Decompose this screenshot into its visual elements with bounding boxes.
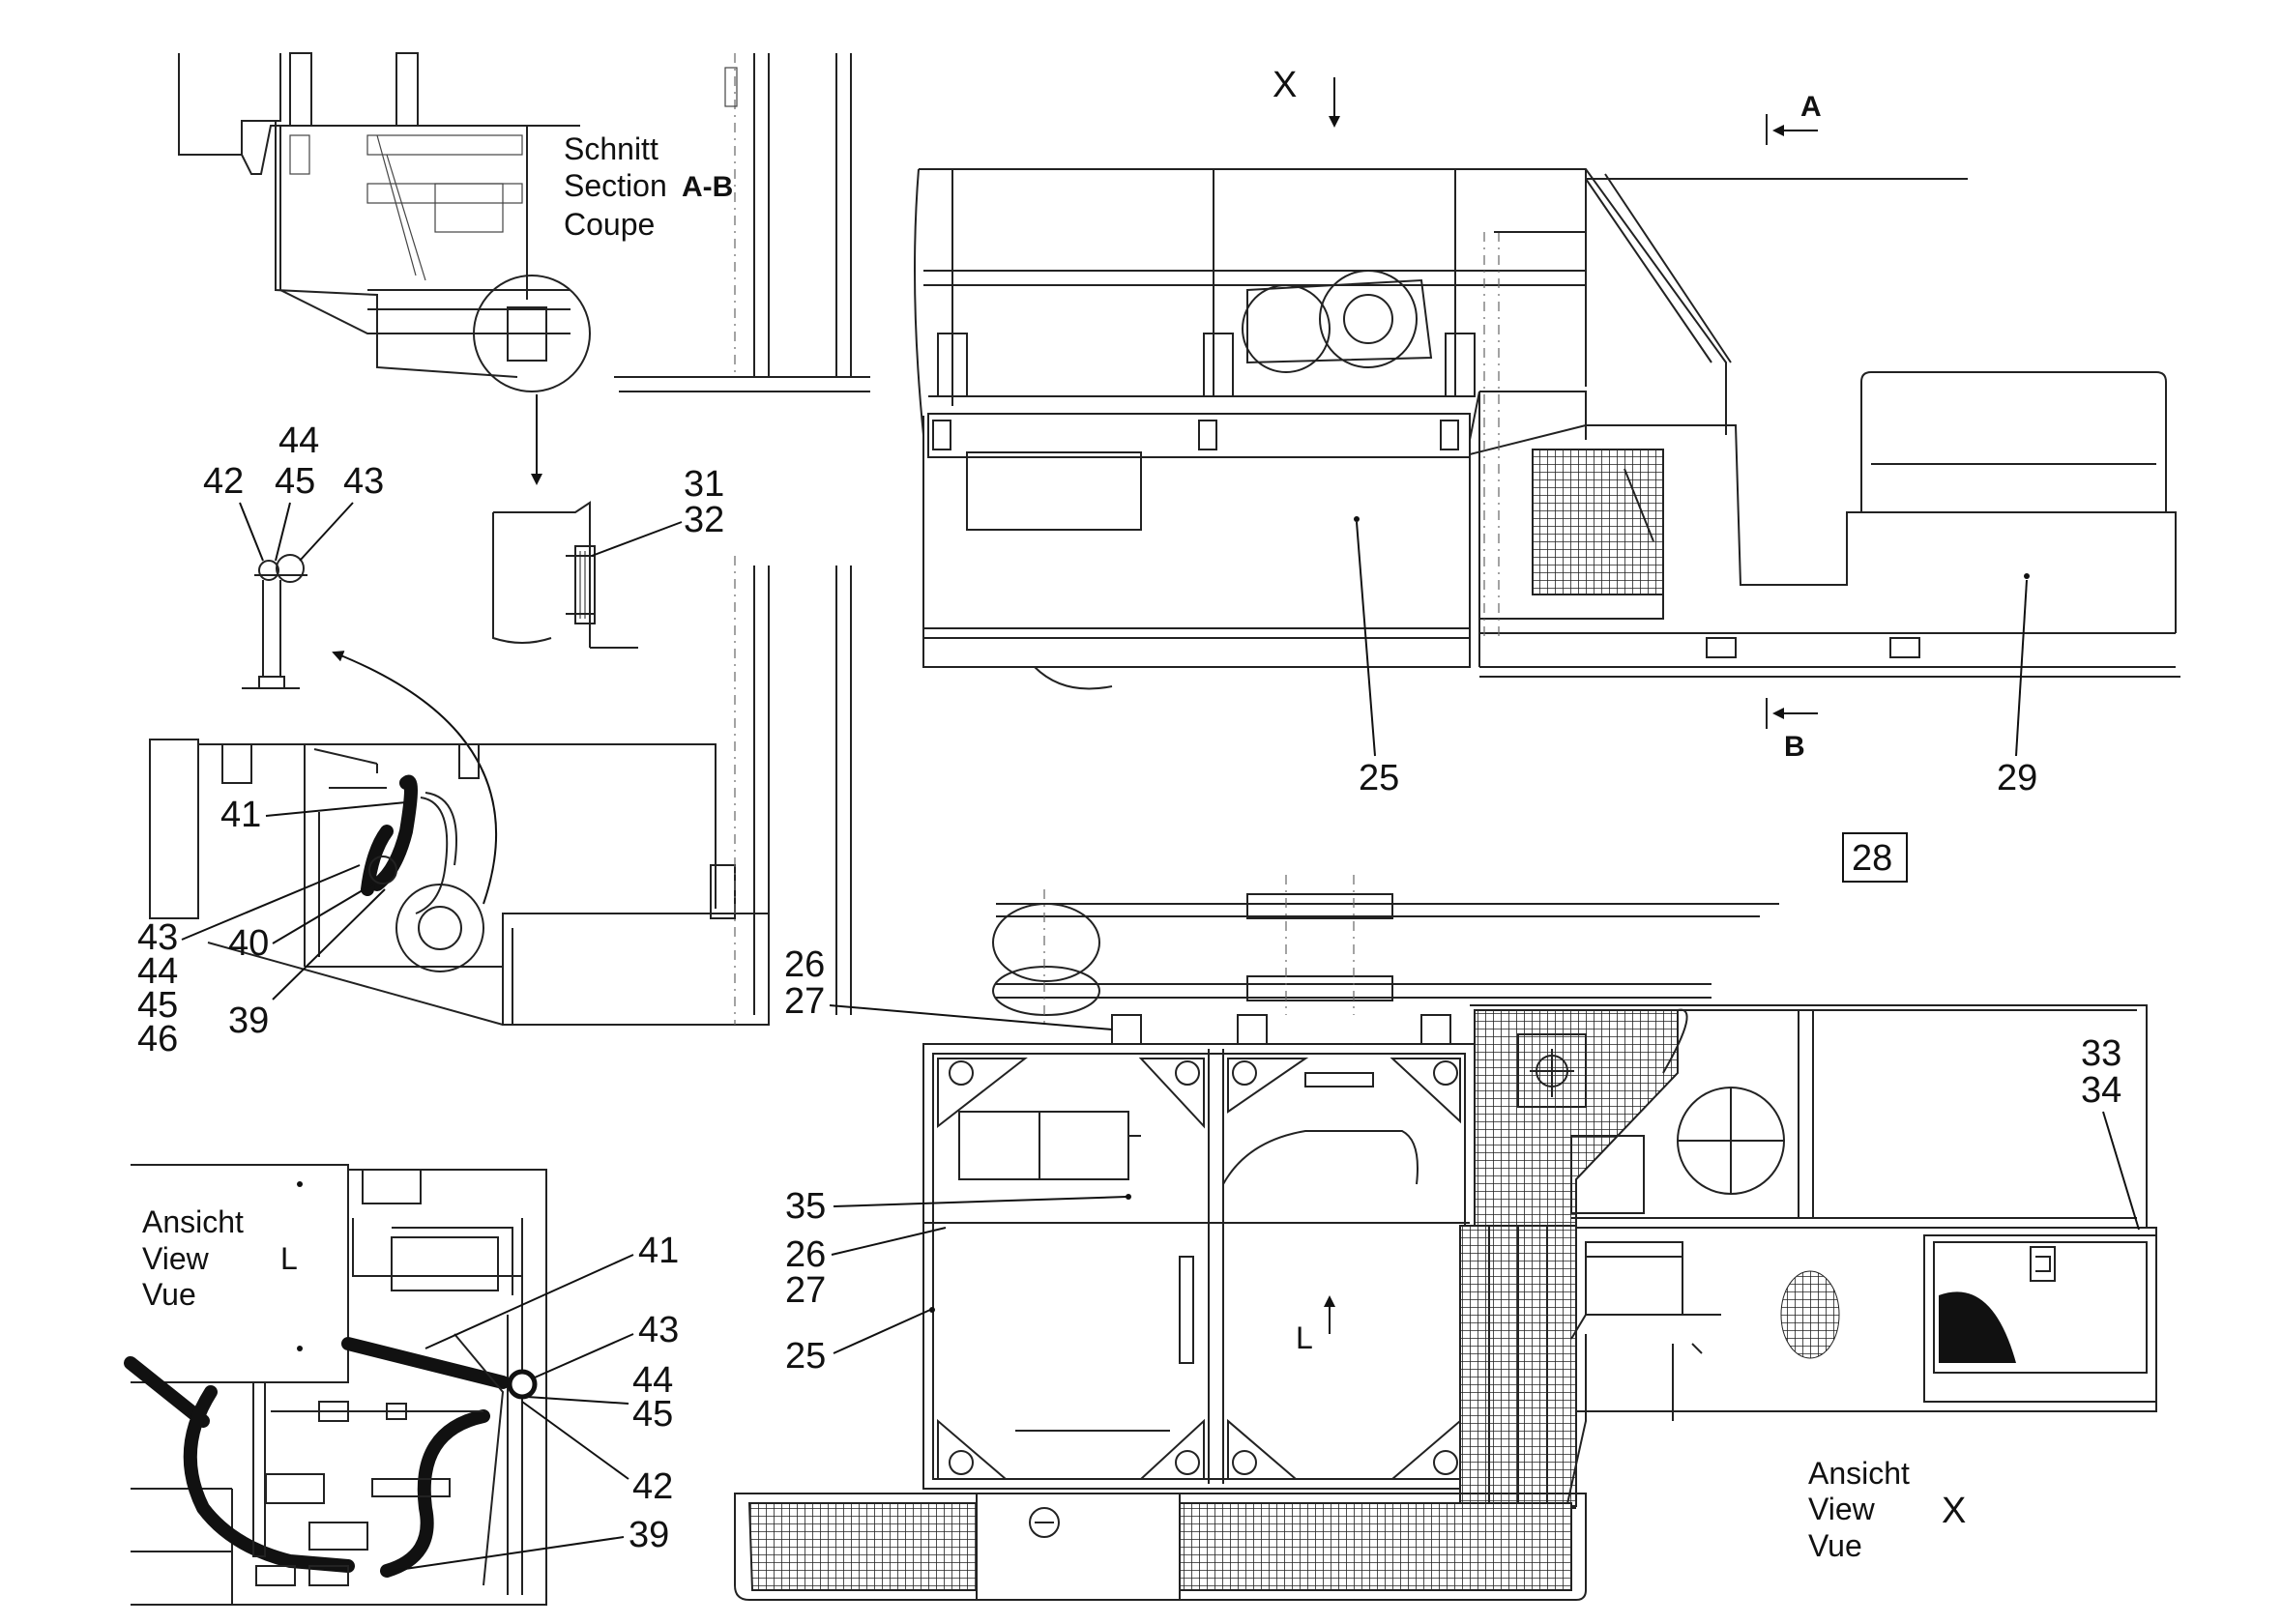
callout-43-mid: 43 [137,917,178,958]
view-l-line3: Vue [142,1277,196,1312]
callout-45-top: 45 [275,461,315,502]
callout-42-low: 42 [632,1466,673,1507]
view-l-drawing [124,1164,547,1606]
callout-27-top: 27 [784,981,825,1022]
figure-number: 28 [1852,838,1892,879]
callout-46: 46 [137,1019,178,1059]
curved-arrow [332,651,497,905]
section-cut-label: A-B [682,171,733,203]
leader-bolt [239,502,354,562]
callout-32: 32 [684,500,724,540]
leader-39-mid [272,888,386,1000]
section-detail [178,52,870,392]
view-l-line1: Ansicht [142,1204,244,1239]
leader-43-mid [181,864,361,941]
section-label-line3: Coupe [564,207,655,242]
figure-number-box: 28 [1842,832,1908,883]
callout-45-low: 45 [632,1394,673,1435]
view-x-ref: X [1942,1491,1966,1531]
leader-25-side [1356,521,1376,757]
view-marker-x: X [1273,65,1297,105]
leader-26-27-mid [831,1227,947,1256]
callout-40: 40 [228,923,269,964]
callout-34: 34 [2081,1070,2121,1111]
view-x-line3: Vue [1808,1528,1862,1563]
leader-29 [2015,579,2028,757]
callout-33: 33 [2081,1033,2121,1074]
callout-42-top: 42 [203,461,244,502]
hinge-detail [492,501,638,649]
side-elevation [914,168,2180,690]
section-label: Schnitt Section A-B Coupe [564,131,733,242]
bolt-detail [242,554,307,689]
callout-25-side: 25 [1359,758,1399,798]
callout-26-top: 26 [784,944,825,985]
leader-40 [272,884,373,944]
callout-44-top: 44 [278,420,319,461]
leader-25-plan [833,1309,931,1354]
section-label-line2: Section [564,168,667,203]
callout-41-mid: 41 [220,795,261,835]
hose-assembly-side [149,556,852,1026]
callout-29: 29 [1997,758,2037,798]
view-l-label: Ansicht View Vue L [142,1204,298,1312]
cut-marker-a: A [1800,91,1822,123]
leader-35 [833,1196,1127,1207]
view-x-line2: View [1808,1492,1876,1526]
plan-view [734,875,2157,1601]
leader-26-27-top [829,1004,1113,1030]
callout-43-top: 43 [343,461,384,502]
callout-43-low: 43 [638,1310,679,1350]
leader-39-low [391,1536,625,1572]
callout-44-low: 44 [632,1360,673,1401]
callout-41-low: 41 [638,1231,679,1271]
callout-45-mid: 45 [137,985,178,1026]
leader-33-34 [2102,1111,2140,1231]
callout-39-low: 39 [629,1515,669,1555]
view-l-line2: View [142,1241,210,1276]
callout-44-mid: 44 [137,951,178,992]
callout-27-mid: 27 [785,1270,826,1311]
callout-25-plan: 25 [785,1336,826,1377]
callout-35: 35 [785,1186,826,1227]
cut-marker-b: B [1784,731,1805,763]
direction-marker-l: L [1296,1320,1313,1355]
view-x-label: Ansicht View Vue X [1808,1456,1966,1563]
leader-31-32 [591,521,683,557]
leader-41-low [424,1254,634,1349]
section-label-line1: Schnitt [564,131,658,166]
view-x-line1: Ansicht [1808,1456,1910,1491]
leader-41-mid [265,801,407,817]
callout-26-mid: 26 [785,1234,826,1275]
callout-31: 31 [684,464,724,505]
leader-44-45-low [526,1396,629,1405]
callout-39-mid: 39 [228,1000,269,1041]
view-l-ref: L [280,1241,298,1276]
leader-43-low [534,1333,634,1378]
leader-42-low [521,1401,629,1480]
